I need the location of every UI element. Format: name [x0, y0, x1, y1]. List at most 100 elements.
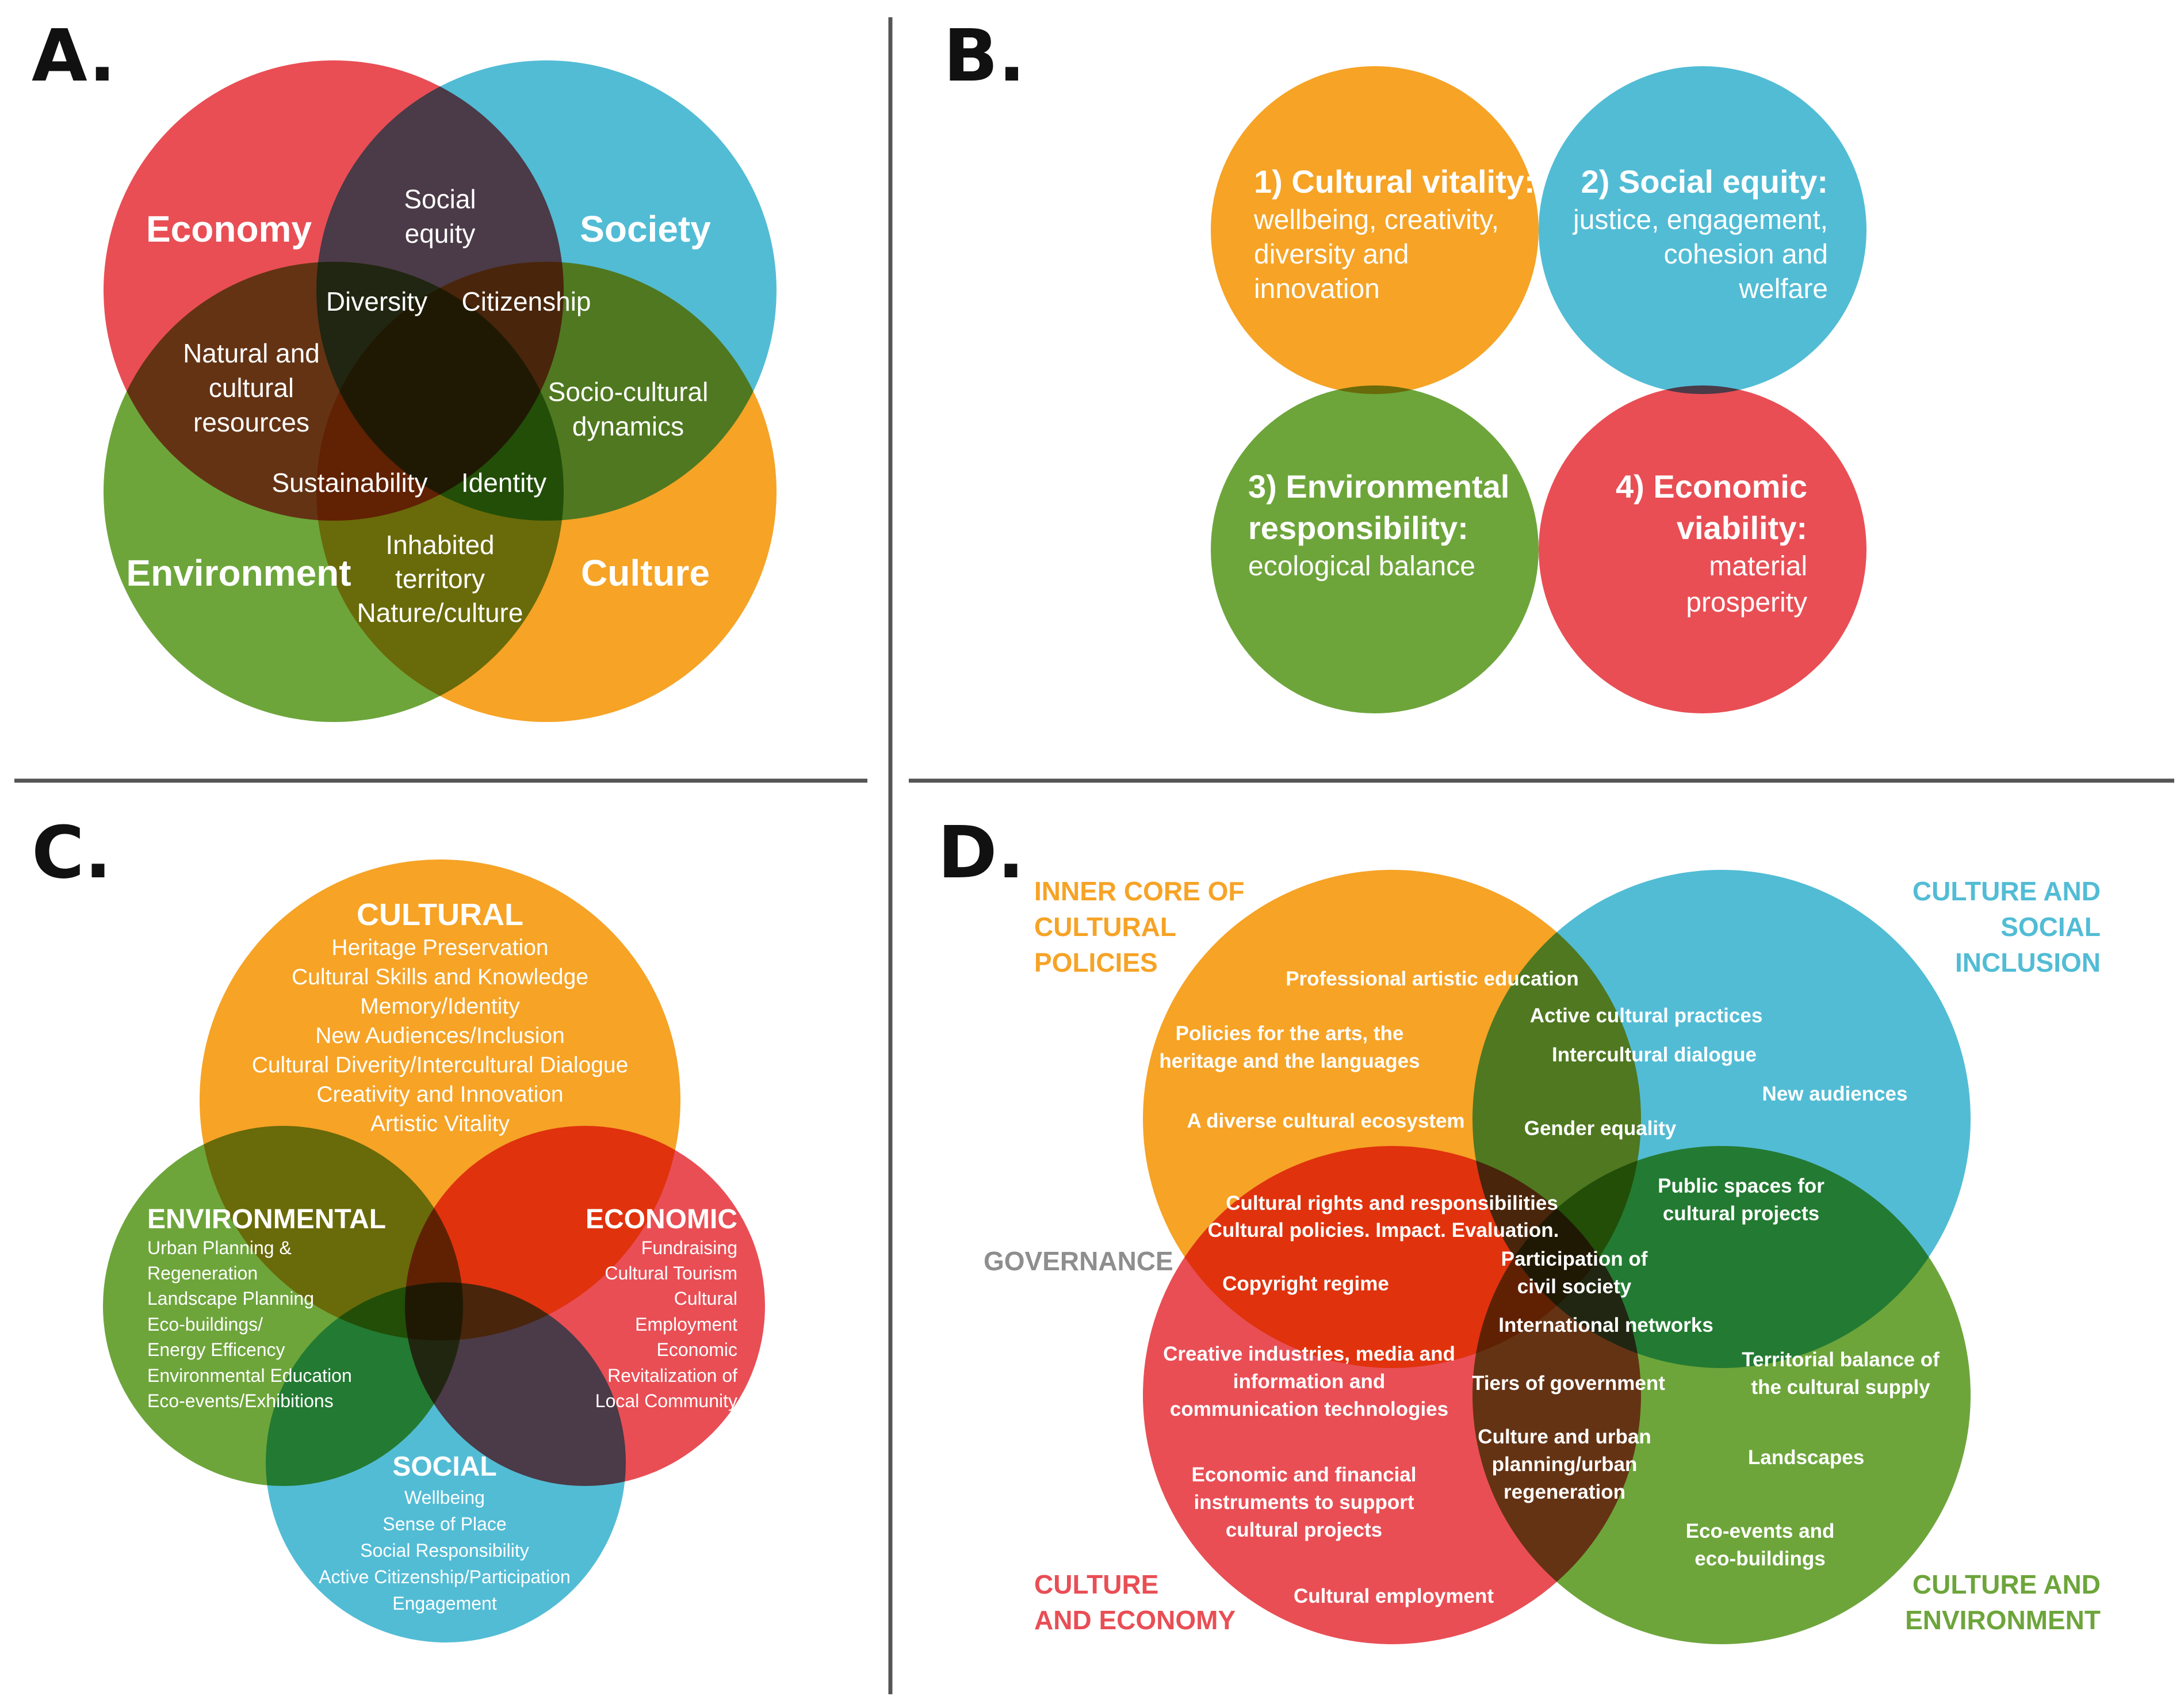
economic-instruments-2: instruments to support — [1194, 1491, 1414, 1514]
cultural-item-7: Artistic Vitality — [370, 1111, 510, 1136]
culture-label: Culture — [581, 552, 710, 594]
culture-environment-label-1: CULTURE AND — [1913, 1569, 2101, 1599]
economic-item-2: Cultural Tourism — [605, 1263, 737, 1283]
creative-industries-2: information and — [1233, 1370, 1385, 1393]
cultural-rights: Cultural rights and responsibilities — [1226, 1192, 1558, 1214]
panel-a-labels: Economy Society Environment Culture Soci… — [126, 184, 711, 628]
diversity-label: Diversity — [326, 286, 427, 316]
panel-c-circles — [103, 859, 765, 1642]
economic-heading-2: viability: — [1677, 510, 1807, 546]
environmental-item-3: Landscape Planning — [147, 1288, 314, 1309]
international-networks: International networks — [1498, 1314, 1713, 1336]
citizenship-label: Citizenship — [462, 286, 591, 316]
cultural-item-1: Heritage Preservation — [331, 935, 548, 960]
tiers-of-government: Tiers of government — [1472, 1372, 1665, 1395]
economic-title: ECONOMIC — [586, 1204, 737, 1235]
socio-cultural-label-2: dynamics — [572, 411, 684, 441]
social-inclusion-label-2: SOCIAL — [2001, 912, 2101, 942]
environmental-responsibility-circle — [1211, 385, 1539, 713]
panel-b-labels: 1) Cultural vitality: wellbeing, creativ… — [1248, 163, 1828, 618]
eco-events-2: eco-buildings — [1695, 1548, 1826, 1570]
culture-environment-circle — [1472, 1146, 1971, 1644]
culture-economy-label-2: AND ECONOMY — [1034, 1605, 1236, 1635]
cultural-vitality-line-3: innovation — [1254, 274, 1380, 304]
social-inclusion-label-3: INCLUSION — [1955, 948, 2101, 977]
gender-equality: Gender equality — [1524, 1117, 1677, 1140]
panel-a: A. Economy Society Environment Culture S… — [32, 14, 777, 722]
cultural-item-2: Cultural Skills and Knowledge — [292, 965, 588, 990]
territorial-balance-2: the cultural supply — [1751, 1376, 1930, 1399]
social-item-2: Sense of Place — [383, 1514, 506, 1534]
inhabited-territory-label-3: Nature/culture — [357, 598, 523, 628]
inhabited-territory-label-2: territory — [395, 564, 485, 594]
panel-d-corner-labels: INNER CORE OF CULTURAL POLICIES CULTURE … — [984, 876, 2101, 1635]
environmental-line-1: ecological balance — [1248, 551, 1475, 582]
environmental-item-2: Regeneration — [147, 1263, 258, 1283]
economy-label: Economy — [146, 208, 312, 250]
professional-artistic-education: Professional artistic education — [1286, 968, 1579, 990]
culture-environment-label-2: ENVIRONMENT — [1905, 1605, 2101, 1635]
inner-core-label-1: INNER CORE OF — [1034, 876, 1244, 906]
cultural-vitality-heading: 1) Cultural vitality: — [1254, 163, 1535, 200]
social-title: SOCIAL — [392, 1451, 496, 1482]
society-label: Society — [580, 208, 711, 250]
culture-circle — [316, 262, 777, 722]
public-spaces-1: Public spaces for — [1658, 1175, 1825, 1197]
active-cultural-practices: Active cultural practices — [1530, 1004, 1763, 1027]
social-equity-circle — [1539, 66, 1866, 394]
socio-cultural-label-1: Socio-cultural — [548, 377, 709, 407]
cultural-vitality-line-1: wellbeing, creativity, — [1253, 205, 1499, 235]
economic-item-3: Cultural — [674, 1288, 737, 1309]
copyright-regime: Copyright regime — [1222, 1273, 1389, 1295]
inner-core-label-2: CULTURAL — [1034, 912, 1176, 942]
economic-heading-1: 4) Economic — [1616, 468, 1807, 505]
urban-planning-2: planning/urban — [1492, 1453, 1638, 1476]
panel-c-labels: CULTURAL Heritage Preservation Cultural … — [147, 897, 737, 1614]
social-equity-line-3: welfare — [1738, 274, 1828, 304]
natural-resources-label-1: Natural and — [183, 338, 320, 368]
environmental-item-5: Energy Efficency — [147, 1339, 285, 1360]
cultural-employment: Cultural employment — [1294, 1585, 1494, 1607]
social-equity-line-1: justice, engagement, — [1572, 205, 1828, 235]
participation-2: civil society — [1517, 1275, 1632, 1298]
environmental-item-7: Eco-events/Exhibitions — [147, 1390, 334, 1411]
policies-arts-2: heritage and the languages — [1159, 1050, 1420, 1072]
social-item-1: Wellbeing — [404, 1487, 485, 1508]
culture-economy-label-1: CULTURE — [1034, 1569, 1158, 1599]
cultural-title: CULTURAL — [357, 897, 523, 932]
panel-b-letter: B. — [943, 14, 1026, 98]
social-equity-label-2: equity — [405, 219, 476, 249]
panel-d: D. INNER CORE OF CULTURAL POLICIES CULTU… — [938, 811, 2101, 1644]
social-item-3: Social Responsibility — [360, 1540, 529, 1561]
cultural-item-4: New Audiences/Inclusion — [315, 1023, 565, 1048]
landscapes: Landscapes — [1748, 1446, 1864, 1469]
panel-a-circles — [104, 60, 777, 722]
urban-planning-3: regeneration — [1504, 1481, 1625, 1503]
panel-d-circles — [1143, 870, 1971, 1644]
panel-b-circles — [1211, 66, 1866, 713]
creative-industries-1: Creative industries, media and — [1163, 1343, 1455, 1365]
cultural-item-3: Memory/Identity — [360, 994, 520, 1019]
natural-resources-label-2: cultural — [209, 373, 294, 403]
diverse-cultural-ecosystem: A diverse cultural ecosystem — [1187, 1110, 1464, 1132]
policies-arts-1: Policies for the arts, the — [1176, 1022, 1404, 1045]
cultural-vitality-circle — [1211, 66, 1539, 394]
environmental-title: ENVIRONMENTAL — [147, 1204, 386, 1235]
panel-c-letter: C. — [32, 811, 112, 895]
social-equity-label-1: Social — [404, 184, 476, 214]
social-inclusion-label-1: CULTURE AND — [1913, 876, 2101, 906]
new-audiences: New audiences — [1762, 1083, 1908, 1105]
inhabited-territory-label-1: Inhabited — [385, 530, 494, 560]
participation-1: Participation of — [1501, 1248, 1648, 1270]
social-item-4: Active Citizenship/Participation — [319, 1567, 571, 1587]
intercultural-dialogue: Intercultural dialogue — [1552, 1044, 1757, 1066]
cultural-policies-impact: Cultural policies. Impact. Evaluation. — [1208, 1219, 1559, 1241]
economic-viability-circle — [1539, 385, 1866, 713]
panel-dividers — [14, 17, 2174, 1694]
panel-d-items: Professional artistic education Active c… — [1159, 968, 1940, 1607]
panel-b: B. 1) Cultural vitality: wellbeing, crea… — [943, 14, 1866, 713]
environmental-item-1: Urban Planning & — [147, 1237, 292, 1258]
territorial-balance-1: Territorial balance of — [1742, 1348, 1940, 1371]
social-circle — [266, 1282, 626, 1642]
